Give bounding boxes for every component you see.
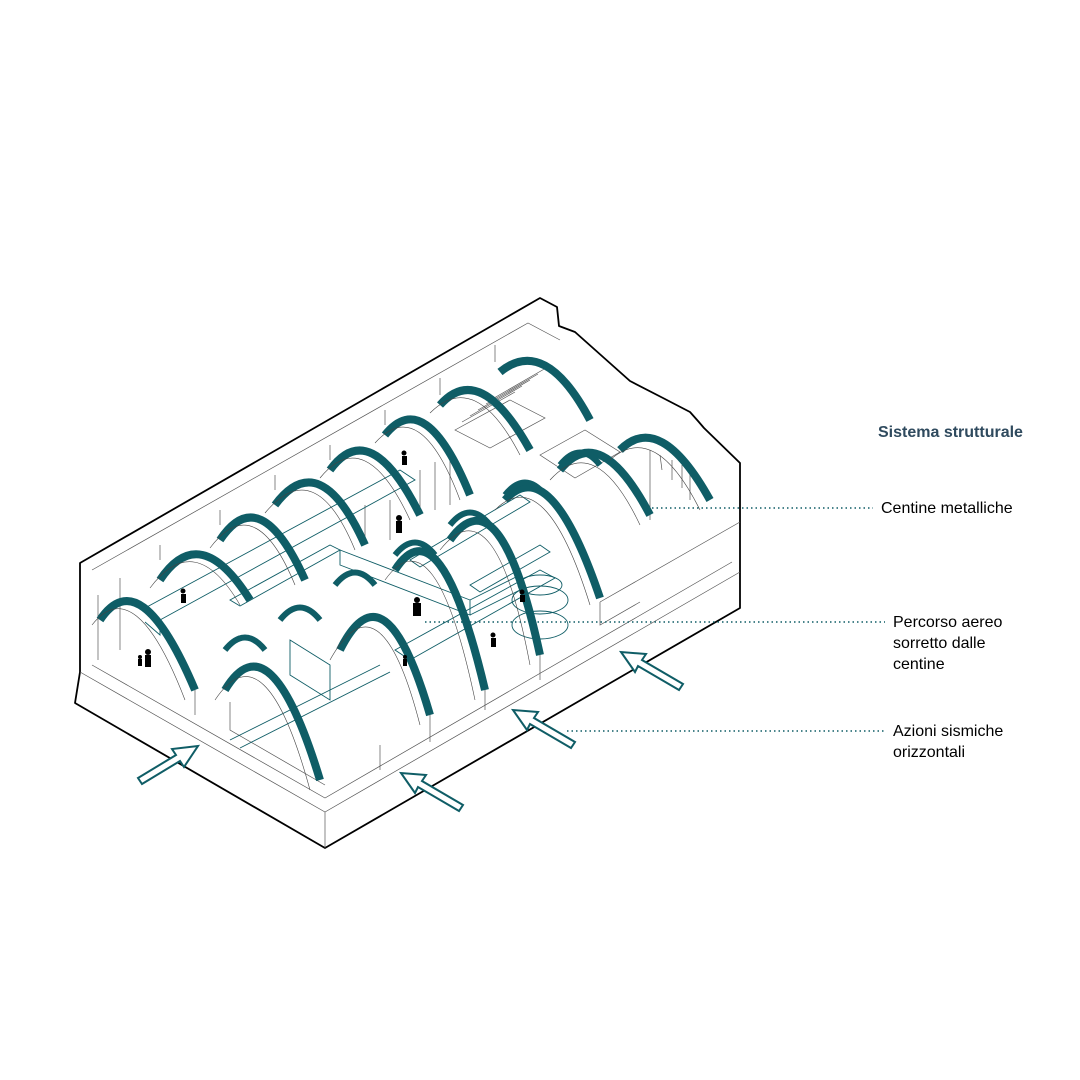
metal-arches (96, 356, 714, 782)
person-icon (138, 450, 525, 667)
arch-small (222, 449, 603, 652)
label-line: Azioni sismiche (893, 723, 1004, 740)
label-line: Centine metalliche (881, 500, 1013, 517)
leader-lines (425, 507, 885, 732)
aerial-walkway (144, 469, 569, 749)
label-line: Percorso aereo (893, 614, 1003, 631)
label-line: sorretto dalle (893, 635, 986, 652)
label-line: orizzontali (893, 744, 966, 761)
label-percorso-aereo: Percorso aereo sorretto dalle centine (893, 612, 1073, 675)
section-lines (79, 322, 741, 848)
arch-edges (91, 397, 701, 791)
building-outline (74, 297, 741, 849)
label-line: centine (893, 656, 945, 673)
legend-title: Sistema strutturale (878, 424, 1023, 441)
label-azioni-sismiche: Azioni sismiche orizzontali (893, 721, 1073, 763)
arrow-icon (136, 650, 685, 813)
label-centine-metalliche: Centine metalliche (881, 498, 1061, 519)
